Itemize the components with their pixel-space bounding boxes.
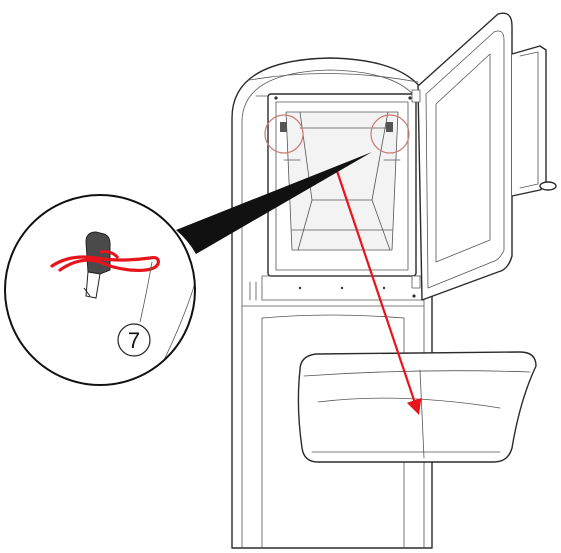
removal-arrow [334,167,422,415]
open-door [411,12,557,301]
callout-7-circle [117,323,151,357]
highlight-circle-left [264,114,304,154]
zoom-connector [176,152,372,254]
safety-cord [50,255,160,272]
stove-body [231,57,433,549]
zoom-detail: 7 [4,194,196,386]
highlight-circle-right [370,114,410,154]
callout-7-label: 7 [128,328,140,353]
